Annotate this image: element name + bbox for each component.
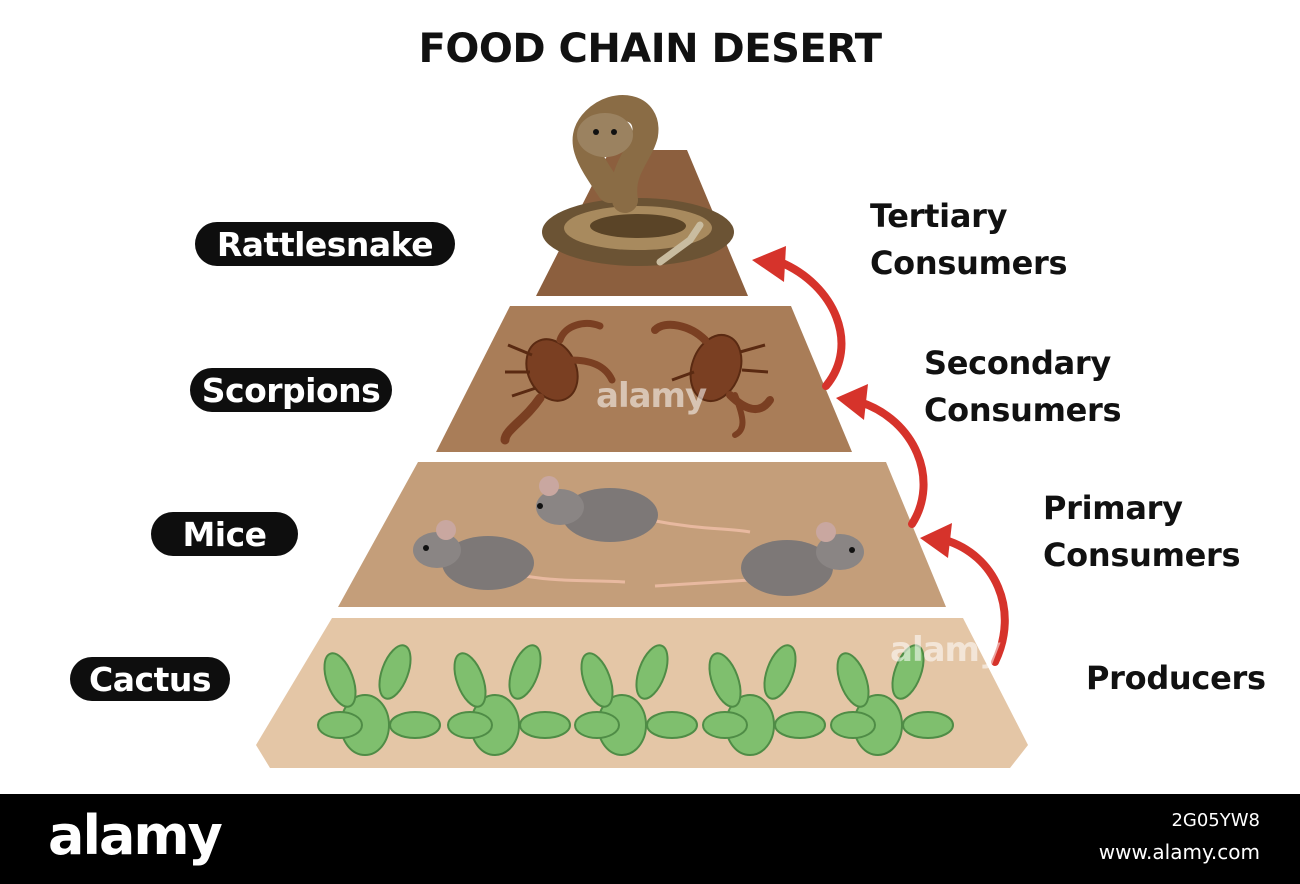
level-producers: Producers xyxy=(1086,659,1266,697)
watermark-footer: alamy 2G05YW8 www.alamy.com xyxy=(0,794,1300,884)
label-scorpions: Scorpions xyxy=(190,368,392,412)
level-secondary-line2: Consumers xyxy=(924,391,1122,429)
arrow-secondary-to-tertiary xyxy=(776,258,846,390)
mouse-left-illustration xyxy=(413,520,626,590)
label-mice: Mice xyxy=(151,512,298,556)
arrow-producers-to-primary xyxy=(941,536,1009,666)
mouse-top-illustration xyxy=(536,476,751,542)
level-primary: Primary Consumers xyxy=(1043,485,1241,579)
cactus-4-illustration xyxy=(702,644,826,756)
label-rattlesnake: Rattlesnake xyxy=(195,222,455,266)
level-primary-line1: Primary xyxy=(1043,489,1183,527)
level-tertiary-line1: Tertiary xyxy=(870,197,1008,235)
arrow-primary-to-secondary xyxy=(856,398,928,528)
level-secondary: Secondary Consumers xyxy=(924,340,1122,434)
cactus-5-illustration xyxy=(830,644,954,756)
scorpion-left-illustration xyxy=(500,320,616,445)
alamy-logo: alamy xyxy=(48,804,223,867)
level-secondary-line1: Secondary xyxy=(924,344,1111,382)
mouse-right-illustration xyxy=(654,522,864,596)
watermark-right: alamy xyxy=(890,630,1001,670)
diagram-title: FOOD CHAIN DESERT xyxy=(418,26,882,72)
level-tertiary: Tertiary Consumers xyxy=(870,193,1068,287)
site-url: www.alamy.com xyxy=(1098,840,1260,864)
scorpion-right-illustration xyxy=(651,320,774,438)
cactus-2-illustration xyxy=(447,644,571,756)
label-cactus: Cactus xyxy=(70,657,230,701)
level-tertiary-line2: Consumers xyxy=(870,244,1068,282)
arrowhead-tertiary xyxy=(752,246,786,282)
energy-flow-arrows xyxy=(776,258,1009,666)
rattlesnake-illustration xyxy=(542,95,734,266)
arrowhead-primary xyxy=(920,523,952,558)
cactus-1-illustration xyxy=(317,644,441,756)
cactus-3-illustration xyxy=(574,644,698,756)
watermark-center: alamy xyxy=(596,376,707,416)
arrowhead-secondary xyxy=(836,384,868,420)
level-primary-line2: Consumers xyxy=(1043,536,1241,574)
image-id: 2G05YW8 xyxy=(1171,810,1260,831)
